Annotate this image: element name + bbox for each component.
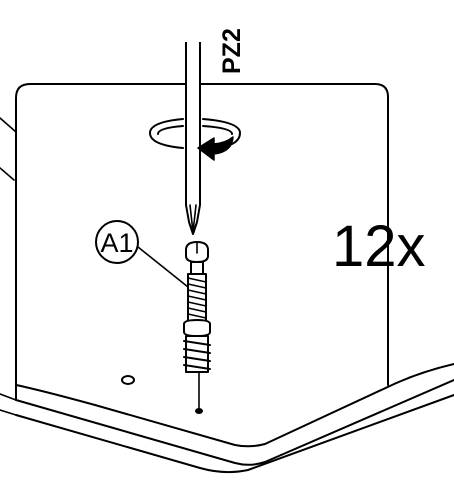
screwdriver-icon <box>185 42 201 235</box>
board-hole <box>121 375 135 385</box>
part-callout: A1 <box>95 220 189 288</box>
board-panel <box>0 363 454 474</box>
screw-hole <box>195 408 203 414</box>
quantity-label: 12x <box>332 214 426 279</box>
tool-label: PZ2 <box>218 28 246 74</box>
screw-thread <box>187 277 207 319</box>
part-label: A1 <box>100 228 133 258</box>
rotation-arrow-icon <box>149 118 241 161</box>
cam-lock-screw-icon <box>183 241 211 373</box>
panel-outline <box>0 83 389 386</box>
screw-thread-lower <box>183 340 211 370</box>
